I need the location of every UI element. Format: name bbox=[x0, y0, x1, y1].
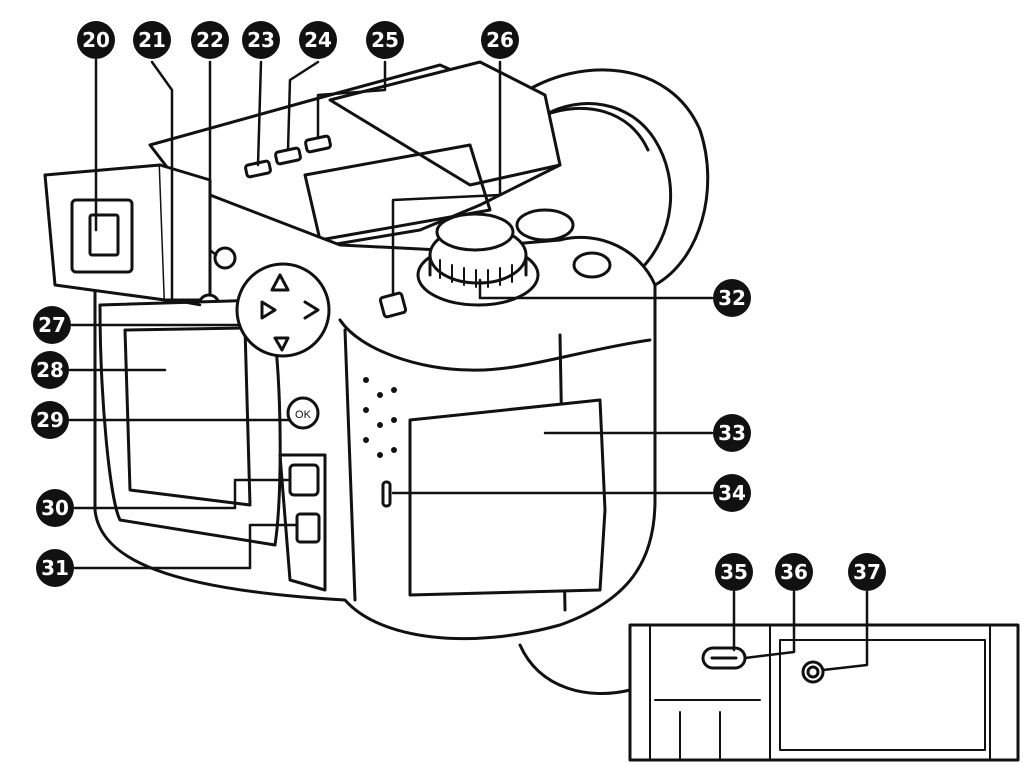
tripod-socket bbox=[801, 660, 825, 684]
button-24[interactable] bbox=[274, 146, 302, 166]
callout-34: 34 bbox=[713, 474, 751, 512]
svg-text:26: 26 bbox=[486, 28, 514, 52]
svg-text:35: 35 bbox=[720, 560, 748, 584]
callout-22: 22 bbox=[191, 21, 229, 59]
callout-21: 21 bbox=[133, 21, 171, 59]
svg-text:27: 27 bbox=[38, 313, 66, 337]
mode-dial[interactable] bbox=[416, 212, 540, 307]
callout-32: 32 bbox=[713, 279, 751, 317]
callout-27: 27 bbox=[33, 306, 71, 344]
button-25[interactable] bbox=[304, 134, 332, 154]
callout-24: 24 bbox=[299, 21, 337, 59]
four-way-controller[interactable] bbox=[235, 262, 331, 358]
callout-37: 37 bbox=[848, 553, 886, 591]
button-22[interactable] bbox=[213, 246, 237, 270]
lens-barrel bbox=[518, 68, 710, 287]
callout-26: 26 bbox=[481, 21, 519, 59]
callout-28: 28 bbox=[31, 351, 69, 389]
ok-button-label: OK bbox=[295, 409, 312, 421]
svg-text:25: 25 bbox=[371, 28, 399, 52]
svg-text:33: 33 bbox=[718, 421, 746, 445]
leader-lines bbox=[68, 58, 869, 672]
callout-31: 31 bbox=[36, 549, 74, 587]
svg-text:28: 28 bbox=[36, 358, 64, 382]
button-30[interactable] bbox=[288, 463, 320, 497]
button-26[interactable] bbox=[378, 291, 408, 319]
strap bbox=[518, 643, 632, 696]
shutter-button[interactable] bbox=[515, 208, 575, 242]
callout-36: 36 bbox=[775, 553, 813, 591]
svg-text:34: 34 bbox=[718, 481, 746, 505]
svg-text:21: 21 bbox=[138, 28, 166, 52]
ok-button[interactable] bbox=[286, 396, 320, 430]
svg-text:30: 30 bbox=[41, 496, 69, 520]
svg-text:29: 29 bbox=[36, 408, 64, 432]
viewfinder bbox=[43, 163, 212, 302]
svg-text:23: 23 bbox=[247, 28, 275, 52]
svg-text:24: 24 bbox=[304, 28, 332, 52]
callout-29: 29 bbox=[31, 401, 69, 439]
card-cover[interactable] bbox=[408, 398, 607, 597]
svg-text:31: 31 bbox=[41, 556, 69, 580]
callouts: 20 21 22 23 24 25 26 27 28 29 30 31 32 3… bbox=[31, 21, 886, 591]
svg-text:20: 20 bbox=[82, 28, 110, 52]
top-buttons bbox=[244, 134, 332, 179]
svg-text:22: 22 bbox=[196, 28, 224, 52]
callout-20: 20 bbox=[77, 21, 115, 59]
svg-text:37: 37 bbox=[853, 560, 881, 584]
button-23[interactable] bbox=[244, 159, 272, 179]
button-31[interactable] bbox=[295, 512, 321, 544]
svg-text:36: 36 bbox=[780, 560, 808, 584]
svg-text:32: 32 bbox=[718, 286, 746, 310]
indicator-lamp bbox=[381, 480, 392, 508]
bottom-inset bbox=[628, 623, 1020, 762]
callout-30: 30 bbox=[36, 489, 74, 527]
callout-35: 35 bbox=[715, 553, 753, 591]
viewfinder-eyepiece bbox=[70, 198, 134, 274]
callout-23: 23 bbox=[242, 21, 280, 59]
speaker-grille bbox=[363, 377, 397, 458]
callout-33: 33 bbox=[713, 414, 751, 452]
callout-25: 25 bbox=[366, 21, 404, 59]
